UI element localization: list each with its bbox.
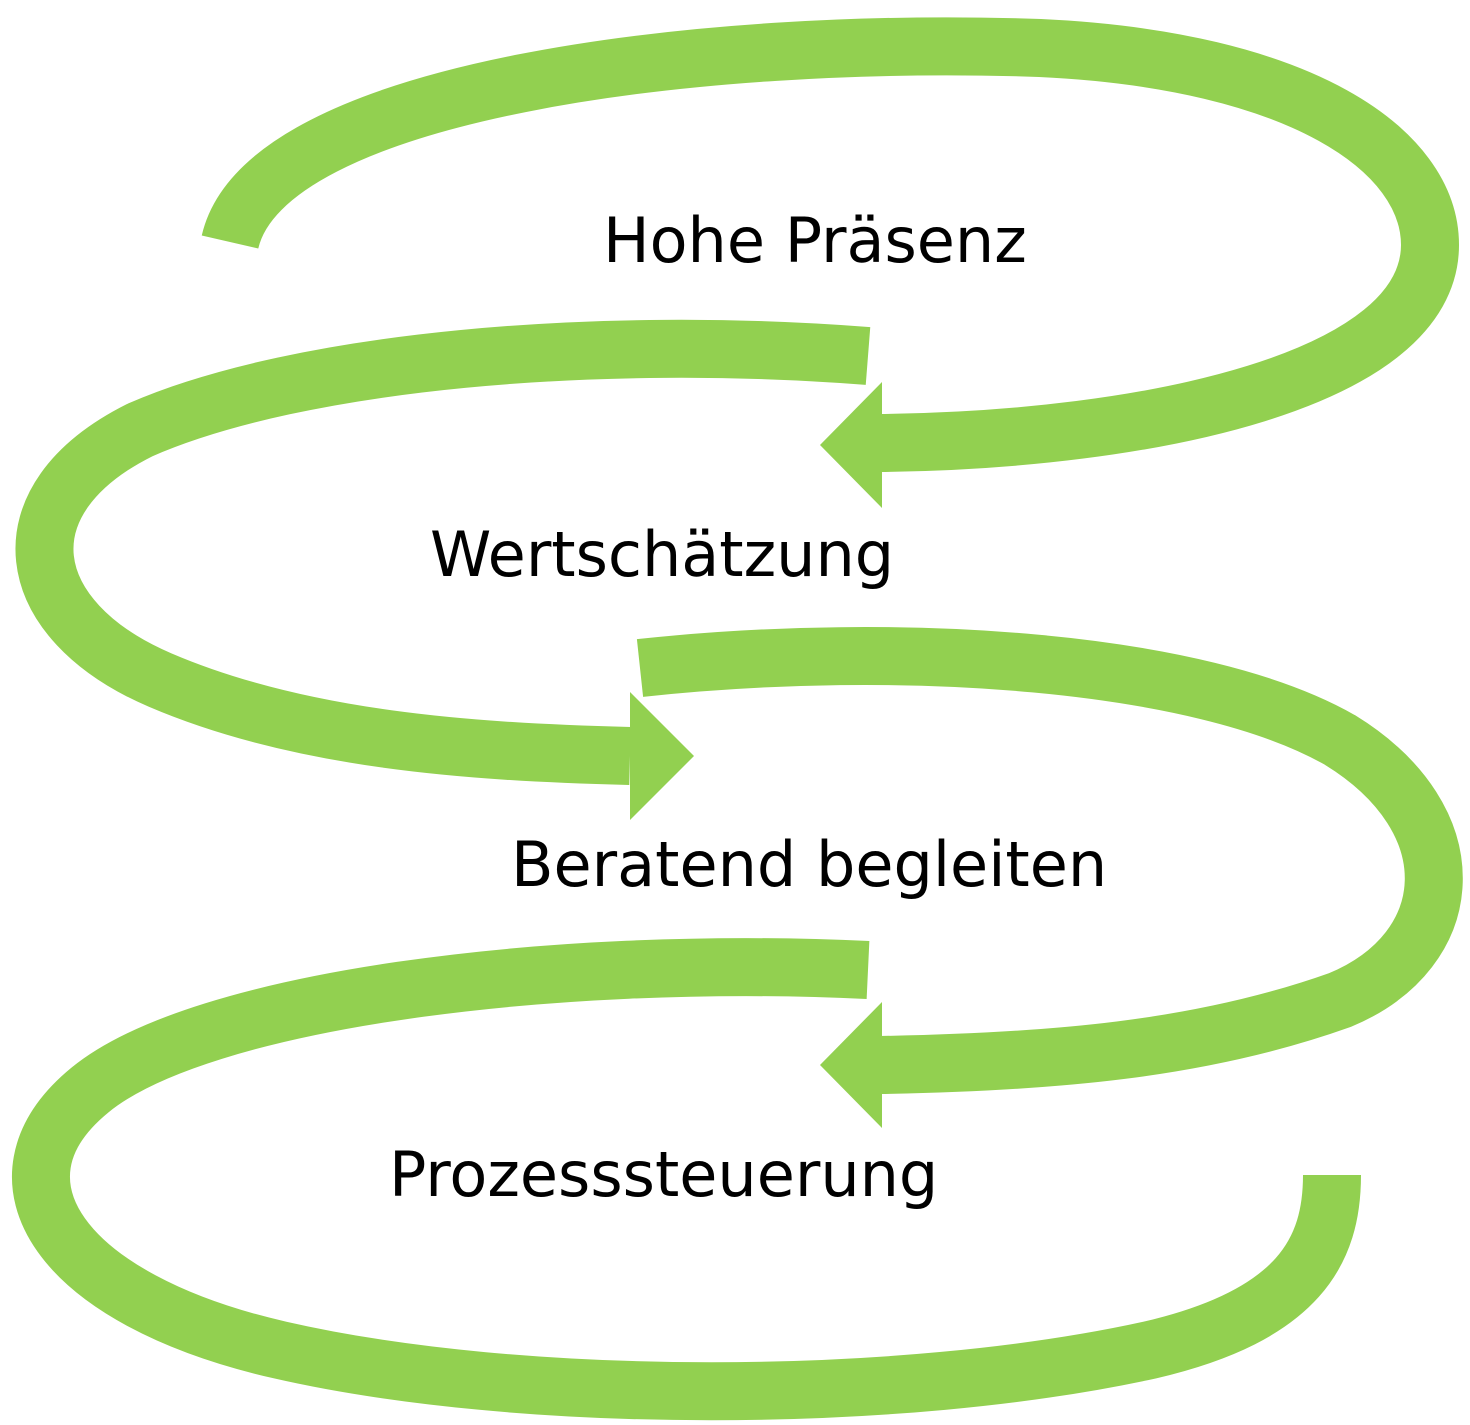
step-label-hohe-praesenz: Hohe Präsenz	[603, 204, 1027, 277]
arrow-loop-2	[15, 319, 871, 785]
arrow-head-1	[820, 382, 882, 508]
arrow-loop-3	[636, 627, 1463, 1094]
arrow-loop-4	[12, 938, 1361, 1421]
step-label-prozesssteuerung: Prozesssteuerung	[389, 1138, 939, 1211]
step-label-beratend-begleiten: Beratend begleiten	[511, 828, 1108, 901]
arrow-head-3	[820, 1002, 882, 1128]
arrow-head-2	[630, 692, 694, 820]
step-label-wertschaetzung: Wertschätzung	[430, 518, 895, 591]
arrow-loop-1	[201, 17, 1460, 472]
